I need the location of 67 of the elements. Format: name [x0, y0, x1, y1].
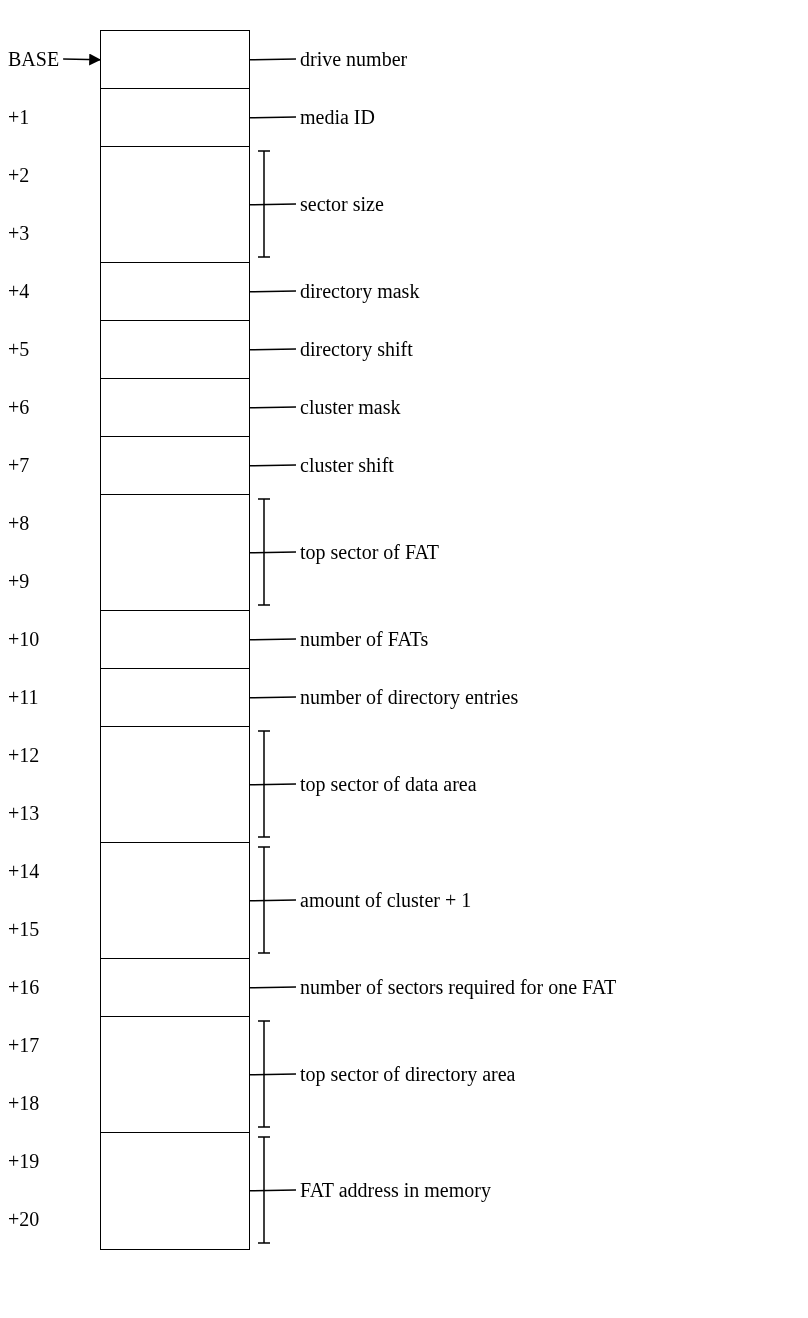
field-label: cluster mask — [300, 395, 401, 419]
offset-label: +1 — [8, 105, 30, 129]
leader-line — [249, 203, 297, 206]
offset-label: +15 — [8, 917, 40, 941]
memory-cell — [100, 726, 250, 844]
field-label: directory mask — [300, 279, 420, 303]
offset-label: +16 — [8, 975, 40, 999]
leader-line — [249, 406, 297, 409]
field-label: cluster shift — [300, 453, 394, 477]
offset-label: +18 — [8, 1091, 40, 1115]
offset-label: +10 — [8, 627, 40, 651]
memory-cell — [100, 262, 250, 322]
offset-label: +19 — [8, 1149, 40, 1173]
memory-cell — [100, 1016, 250, 1134]
field-label: number of directory entries — [300, 685, 519, 709]
offset-label: +13 — [8, 801, 40, 825]
leader-line — [249, 986, 297, 989]
offset-label: +4 — [8, 279, 30, 303]
offset-label: +9 — [8, 569, 30, 593]
offset-label: +5 — [8, 337, 30, 361]
memory-cell — [100, 436, 250, 496]
leader-line — [249, 638, 297, 641]
offset-label: +3 — [8, 221, 30, 245]
field-label: number of sectors required for one FAT — [300, 975, 617, 999]
memory-cell — [100, 88, 250, 148]
field-label: media ID — [300, 105, 375, 129]
memory-cell — [100, 1132, 250, 1250]
memory-cell — [100, 958, 250, 1018]
field-label: number of FATs — [300, 627, 429, 651]
offset-label: +8 — [8, 511, 30, 535]
leader-line — [249, 116, 297, 119]
leader-line — [249, 551, 297, 554]
offset-label: +17 — [8, 1033, 40, 1057]
memory-cell — [100, 378, 250, 438]
memory-cell — [100, 494, 250, 612]
leader-line — [249, 1189, 297, 1192]
leader-line — [249, 58, 297, 61]
field-label: FAT address in memory — [300, 1178, 491, 1202]
offset-label: +7 — [8, 453, 30, 477]
memory-cell — [100, 610, 250, 670]
offset-label: +6 — [8, 395, 30, 419]
memory-cell — [100, 842, 250, 960]
field-label: amount of cluster + 1 — [300, 888, 472, 912]
leader-line — [249, 348, 297, 351]
field-label: top sector of directory area — [300, 1062, 516, 1086]
base-label: BASE — [8, 47, 60, 71]
field-label: directory shift — [300, 337, 413, 361]
leader-line — [249, 783, 297, 786]
leader-line — [249, 1073, 297, 1076]
leader-line — [249, 290, 297, 293]
field-label: top sector of data area — [300, 772, 477, 796]
field-label: drive number — [300, 47, 408, 71]
offset-label: +12 — [8, 743, 40, 767]
offset-label: +20 — [8, 1207, 40, 1231]
memory-cell — [100, 668, 250, 728]
memory-cell — [100, 146, 250, 264]
offset-label: +11 — [8, 685, 39, 709]
leader-line — [249, 464, 297, 467]
memory-cell — [100, 30, 250, 90]
leader-line — [249, 899, 297, 902]
field-label: sector size — [300, 192, 384, 216]
offset-label: +14 — [8, 859, 40, 883]
leader-line — [249, 696, 297, 699]
field-label: top sector of FAT — [300, 540, 440, 564]
arrow — [62, 53, 102, 66]
memory-cell — [100, 320, 250, 380]
offset-label: +2 — [8, 163, 30, 187]
